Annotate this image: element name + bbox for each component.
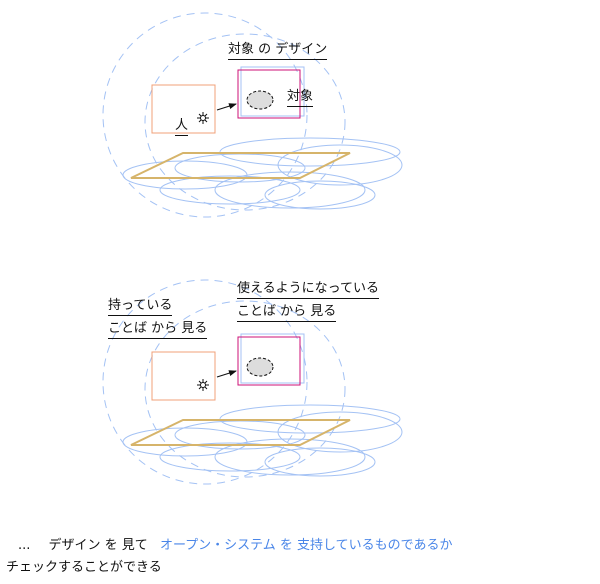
person-label: 人: [175, 118, 189, 136]
caption-ellipsis: ...: [18, 538, 31, 553]
caption-highlight: オープン・システム を 支持しているものであるか: [159, 538, 453, 553]
caption: ... デザイン を 見て オープン・システム を 支持しているものであるか チ…: [6, 535, 598, 579]
right-label-line2: ことば から 見る: [237, 304, 337, 322]
right-label-line1: 使えるようになっている: [237, 281, 379, 299]
object-label: 対象: [287, 89, 314, 107]
caption-part2: チェックすることができる: [6, 560, 162, 575]
left-label-line1: 持っている: [108, 298, 173, 316]
left-label-line2: ことば から 見る: [108, 321, 208, 339]
caption-part1: デザイン を 見て: [48, 538, 148, 553]
diagram1-title: 対象 の デザイン: [228, 42, 328, 60]
